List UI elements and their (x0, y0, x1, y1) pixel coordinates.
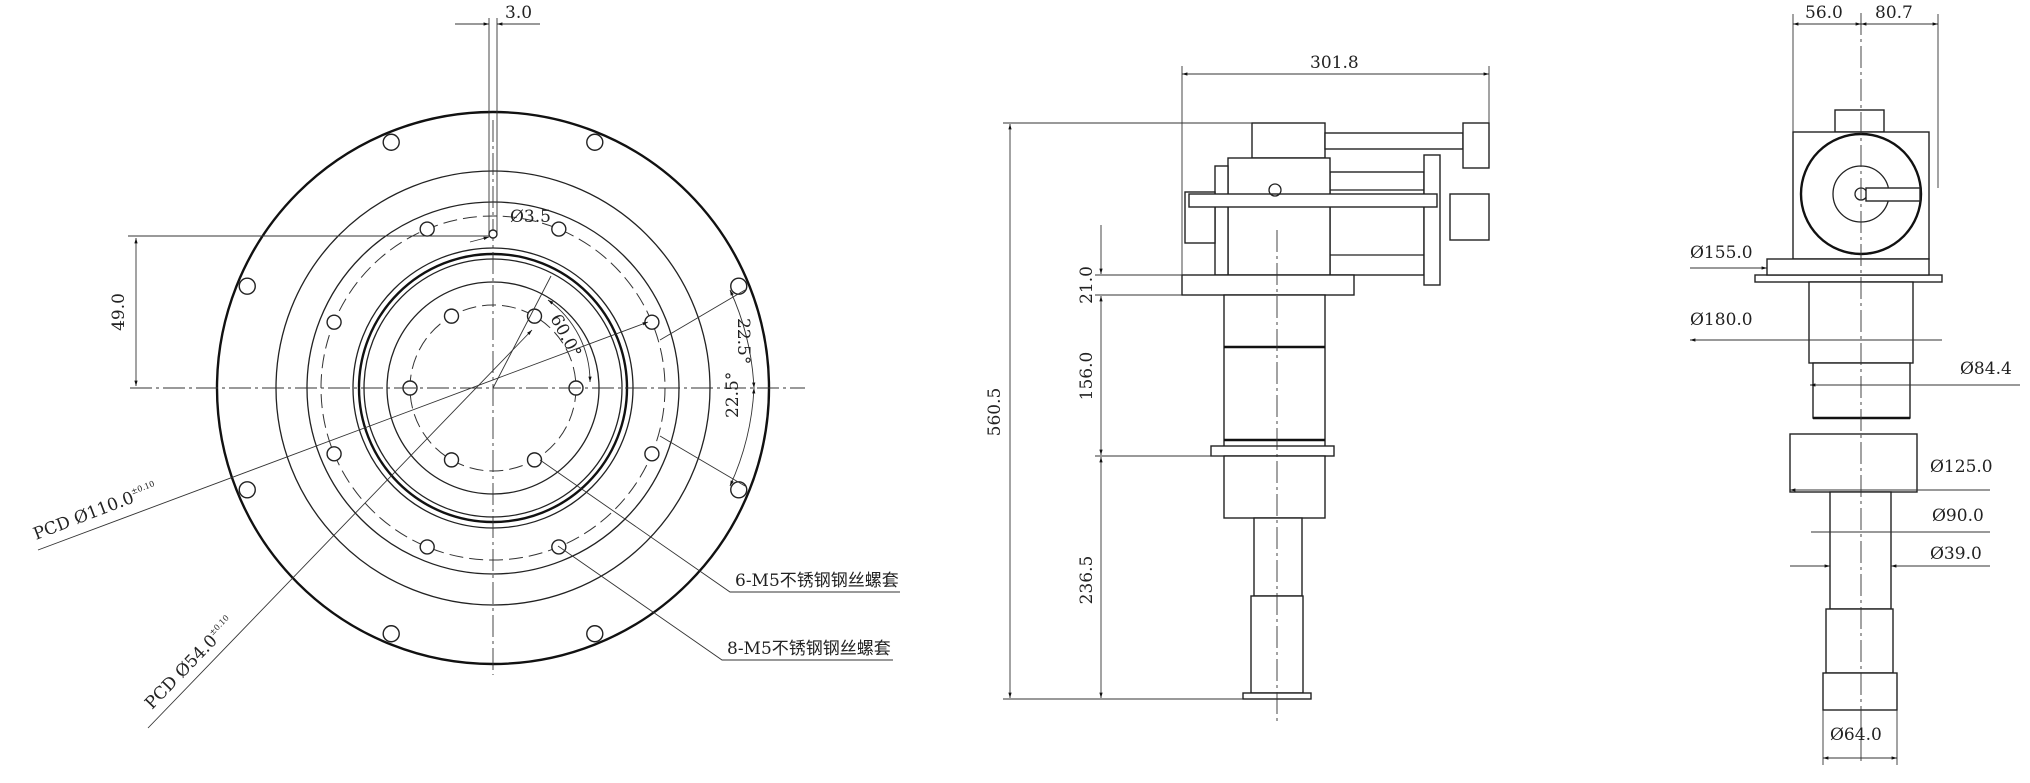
outer-mounting-hole (586, 133, 604, 151)
dim-small-hole: Ø3.5 (510, 207, 551, 227)
dia-180: Ø180.0 (1690, 310, 1753, 330)
dia-39: Ø39.0 (1930, 544, 1982, 564)
dim-offset: 49.0 (109, 293, 129, 331)
dia-155: Ø155.0 (1690, 243, 1753, 263)
actuator-end-view: 56.0 80.7 Ø155.0 Ø180.0 Ø84.4 Ø125.0 Ø90… (1690, 3, 2020, 765)
outer-mounting-hole (382, 625, 400, 643)
dim-flange: 21.0 (1077, 266, 1097, 304)
dia-64: Ø64.0 (1830, 725, 1882, 745)
outer-mounting-hole (730, 277, 748, 295)
dim-left: 56.0 (1805, 3, 1843, 23)
dim-upper: 156.0 (1077, 352, 1097, 401)
outer-mounting-hole (730, 481, 748, 499)
outer-mounting-hole (586, 625, 604, 643)
dim-total-height: 560.5 (985, 388, 1005, 437)
pcd-inner-label: PCD Ø54.0±0.10 (141, 613, 239, 713)
dim-slot-width: 3.0 (505, 3, 532, 23)
dia-125: Ø125.0 (1930, 457, 1993, 477)
dim-angle-lower: 22.5° (723, 372, 743, 418)
m5-hole-6x (526, 452, 543, 468)
m5-hole-8x (419, 539, 435, 555)
m5-hole-6x (443, 308, 460, 324)
outer-mounting-hole (382, 133, 400, 151)
m5-hole-8x (644, 446, 660, 462)
dim-right: 80.7 (1875, 3, 1913, 23)
m5-hole-8x (419, 221, 435, 237)
outer-mounting-hole (238, 277, 256, 295)
dia-90: Ø90.0 (1932, 506, 1984, 526)
dia-84: Ø84.4 (1960, 359, 2012, 379)
m5-hole-8x (326, 446, 342, 462)
actuator-side-view: 301.8 560.5 21.0 156.0 236.5 (985, 53, 1490, 725)
dim-width: 301.8 (1310, 53, 1359, 73)
m5-hole-6x (443, 452, 460, 468)
note-6m5: 6-M5不锈钢钢丝螺套 (735, 571, 899, 591)
dim-angle-upper: 22.5° (733, 318, 753, 364)
flange-front-view: 3.0 Ø3.5 49.0 60.0° 22.5° 22.5° PCD Ø110… (31, 3, 900, 729)
m5-hole-8x (326, 314, 342, 330)
m5-hole-8x (551, 221, 567, 237)
m5-hole-6x (526, 308, 543, 324)
dim-lower: 236.5 (1077, 556, 1097, 605)
outer-mounting-hole (238, 481, 256, 499)
note-8m5: 8-M5不锈钢钢丝螺套 (727, 639, 891, 659)
